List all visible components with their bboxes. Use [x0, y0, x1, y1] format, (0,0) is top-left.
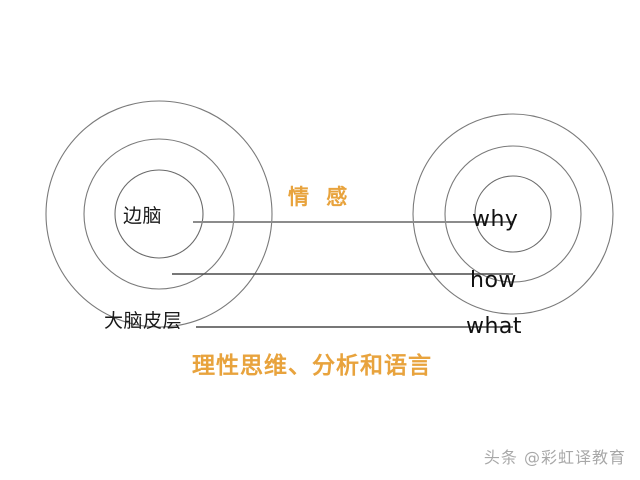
label-how: how [470, 268, 517, 293]
annotation-rational: 理性思维、分析和语言 [192, 353, 432, 379]
annotation-emotion: 情 感 [288, 185, 353, 209]
label-bian-nao: 边脑 [123, 205, 163, 227]
left-outer-ring [45, 100, 273, 328]
left-circle-group [45, 100, 273, 328]
watermark: 头条 @彩虹译教育 [483, 448, 626, 467]
label-why: why [472, 207, 519, 232]
label-da-nao-pi-ceng: 大脑皮层 [104, 310, 183, 332]
right-circle-group [412, 113, 614, 315]
right-inner-ring [474, 175, 552, 253]
right-outer-ring [412, 113, 614, 315]
connector-group [172, 221, 513, 328]
label-what: what [466, 314, 523, 339]
right-middle-ring [444, 145, 582, 283]
left-inner-ring [114, 169, 204, 259]
left-middle-ring [83, 138, 235, 290]
